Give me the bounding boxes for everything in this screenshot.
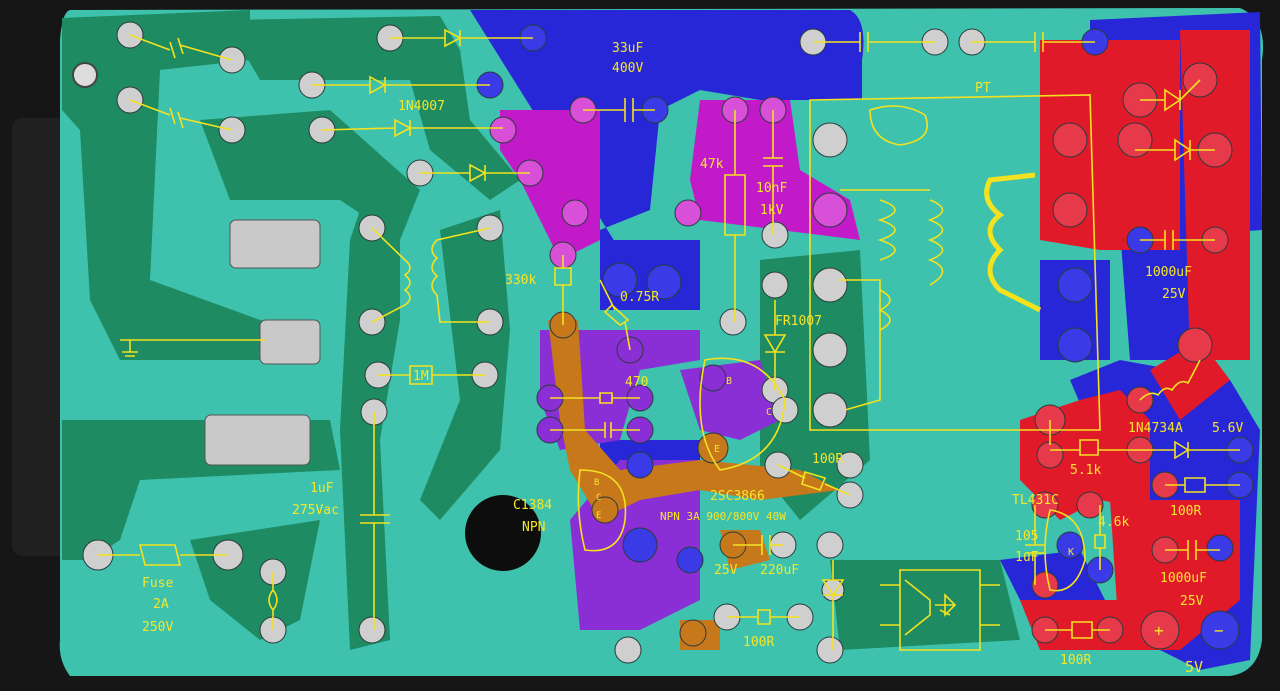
label-res-100r-mid: 100R [812, 452, 843, 467]
label-output-5v: 5V [1185, 658, 1203, 676]
label-npn: NPN [522, 520, 545, 535]
label-pin-b2: B [726, 376, 732, 387]
label-transistor-2sc3866: 2SC3866 [710, 489, 765, 504]
label-transistor-c1384: C1384 [513, 498, 552, 513]
label-pin-c: C [596, 493, 601, 503]
label-res-470: 470 [625, 375, 648, 390]
label-cap-400v: 400V [612, 61, 643, 76]
component-labels: 33uF 400V 1N4007 PT 47k 10nF 1kV 330k 0.… [142, 41, 1243, 676]
label-zener-5v6: 5.6V [1212, 421, 1243, 436]
label-pin-plus: + [1154, 621, 1164, 640]
label-cap-1uf: 1uF [310, 481, 334, 496]
label-pin-k: K [1068, 547, 1074, 558]
label-cap-10nf: 10nF [756, 181, 787, 196]
label-cap-1000uf-bottom: 1000uF [1160, 571, 1207, 586]
label-fuse: Fuse [142, 576, 173, 591]
label-ic-tl431c: TL431C [1012, 493, 1059, 508]
label-zener-1n4734a: 1N4734A [1128, 421, 1183, 436]
label-fuse-2a: 2A [153, 597, 169, 612]
silver-pads [204, 219, 321, 466]
label-res-1m: 1M [413, 369, 429, 384]
label-res-47k: 47k [700, 157, 724, 172]
label-res-100r-bottom-right: 100R [1060, 653, 1091, 668]
mounting-hole [465, 495, 541, 571]
label-res-100r-lower: 100R [743, 635, 774, 650]
label-pin-minus: − [1214, 621, 1224, 640]
label-fuse-250v: 250V [142, 620, 173, 635]
label-res-075r: 0.75R [620, 290, 659, 305]
label-diode-fr1007: FR1007 [775, 314, 822, 329]
screw-hole [72, 62, 98, 88]
label-res-5-1k: 5.1k [1070, 463, 1101, 478]
label-volt-25v-bottom: 25V [1180, 594, 1204, 609]
label-pin-e2: E [714, 444, 720, 455]
label-pin-e: E [596, 511, 601, 521]
label-cap-33uf: 33uF [612, 41, 643, 56]
connector-housing [12, 118, 72, 556]
label-res-100r-right: 100R [1170, 504, 1201, 519]
label-volt-25v-lower: 25V [714, 563, 738, 578]
label-transistor-spec: NPN 3A 900/800V 40W [660, 510, 786, 523]
label-pin-c2: C [766, 407, 772, 418]
label-transformer-pt: PT [975, 81, 991, 96]
label-cap-1000uf-top: 1000uF [1145, 265, 1192, 280]
label-cap-220uf: 220uF [760, 563, 799, 578]
label-res-4-6k: 4.6k [1098, 515, 1129, 530]
schematic-overlay [98, 28, 1240, 651]
label-pin-b: B [594, 478, 599, 488]
label-cap-1uf-right: 1uF [1015, 550, 1039, 565]
label-res-330k: 330k [505, 273, 536, 288]
label-cap-1kv: 1kV [760, 203, 784, 218]
label-volt-25v-top: 25V [1162, 287, 1186, 302]
label-cap-105: 105 [1015, 529, 1038, 544]
label-volt-275vac: 275Vac [292, 503, 339, 518]
label-diode-1n4007: 1N4007 [398, 99, 445, 114]
